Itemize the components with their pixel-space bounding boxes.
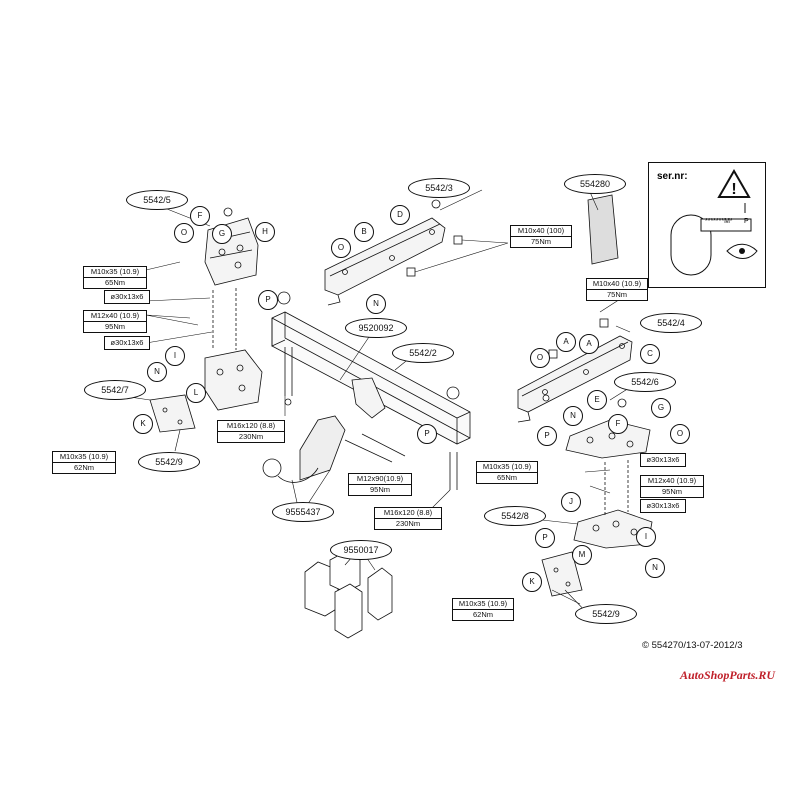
warning-illustration: !: [670, 168, 758, 276]
part-bubble: 5542/4: [640, 313, 702, 333]
letter-bubble: O: [174, 223, 194, 243]
label-sticker: [587, 194, 619, 265]
spec-box: M12x40 (10.9)95Nm: [83, 310, 147, 333]
letter-bubble: P: [537, 426, 557, 446]
letter-bubble: O: [670, 424, 690, 444]
letter-bubble: C: [640, 344, 660, 364]
serial-number-inset: ser.nr: ! *******M* P: [648, 162, 766, 288]
part-bubble: 5542/6: [614, 372, 676, 392]
letter-bubble: M: [572, 545, 592, 565]
right-plate-small: [541, 551, 583, 597]
electric-kit: [304, 551, 393, 639]
letter-bubble: G: [651, 398, 671, 418]
letter-bubble: B: [354, 222, 374, 242]
letter-bubble: N: [147, 362, 167, 382]
letter-bubble: D: [390, 205, 410, 225]
bolt-m16-left: [284, 347, 293, 396]
part-bubble: 5542/8: [484, 506, 546, 526]
serial-number-code: *******M*: [705, 218, 733, 225]
spec-box: ø30x13x6: [640, 453, 686, 467]
svg-text:!: !: [731, 181, 736, 198]
left-plate: [149, 394, 196, 433]
part-bubble: 5542/5: [126, 190, 188, 210]
letter-bubble: N: [563, 406, 583, 426]
letter-bubble: F: [190, 206, 210, 226]
part-bubble: 9520092: [345, 318, 407, 338]
watermark: AutoShopParts.RU: [680, 668, 776, 682]
part-bubble: 9555437: [272, 502, 334, 522]
part-bubble: 5542/2: [392, 343, 454, 363]
part-bubble: 5542/9: [575, 604, 637, 624]
letter-bubble: A: [556, 332, 576, 352]
letter-bubble: O: [331, 238, 351, 258]
letter-bubble: P: [417, 424, 437, 444]
spec-box: M10x35 (10.9)65Nm: [476, 461, 538, 484]
part-bubble: 554280: [564, 174, 626, 194]
right-bracket: [517, 335, 633, 423]
spec-box: M10x40 (10.9)75Nm: [586, 278, 648, 301]
letter-bubble: N: [645, 558, 665, 578]
letter-bubble: O: [530, 348, 550, 368]
letter-bubble: E: [587, 390, 607, 410]
letter-bubble: K: [522, 572, 542, 592]
part-bubble: 9550017: [330, 540, 392, 560]
bolt-m16-right: [449, 452, 458, 490]
part-bubble: 5542/9: [138, 452, 200, 472]
spec-box: M12x40 (10.9)95Nm: [640, 475, 704, 498]
towball-assembly: [262, 377, 386, 483]
letter-bubble: I: [165, 346, 185, 366]
warning-triangle-icon: [717, 168, 751, 198]
serial-number-p: P: [744, 218, 749, 225]
letter-bubble: G: [212, 224, 232, 244]
letter-bubble: N: [366, 294, 386, 314]
spec-box: M10x35 (10.9)62Nm: [452, 598, 514, 621]
letter-bubble: K: [133, 414, 153, 434]
letter-bubble: L: [186, 383, 206, 403]
spec-box: M16x120 (8.8)230Nm: [217, 420, 285, 443]
spec-box: ø30x13x6: [104, 336, 150, 350]
spec-box: ø30x13x6: [640, 499, 686, 513]
top-bracket: [324, 217, 446, 306]
serial-number-label: ser.nr:: [657, 171, 688, 182]
letter-bubble: P: [535, 528, 555, 548]
left-bracket-lower: [204, 349, 263, 411]
document-reference: © 554270/13-07-2012/3: [642, 640, 743, 651]
letter-bubble: J: [561, 492, 581, 512]
spec-box: M10x35 (10.9)62Nm: [52, 451, 116, 474]
letter-bubble: H: [255, 222, 275, 242]
spec-box: M16x120 (8.8)230Nm: [374, 507, 442, 530]
part-bubble: 5542/7: [84, 380, 146, 400]
part-bubble: 5542/3: [408, 178, 470, 198]
letter-bubble: A: [579, 334, 599, 354]
bolts-m12x90: [344, 433, 406, 463]
letter-bubble: F: [608, 414, 628, 434]
spec-box: M12x90(10.9)95Nm: [348, 473, 412, 496]
letter-bubble: I: [636, 527, 656, 547]
spec-box: M10x35 (10.9)65Nm: [83, 266, 147, 289]
spec-box: ø30x13x6: [104, 290, 150, 304]
spec-box: M10x40 (100)75Nm: [510, 225, 572, 248]
letter-bubble: P: [258, 290, 278, 310]
